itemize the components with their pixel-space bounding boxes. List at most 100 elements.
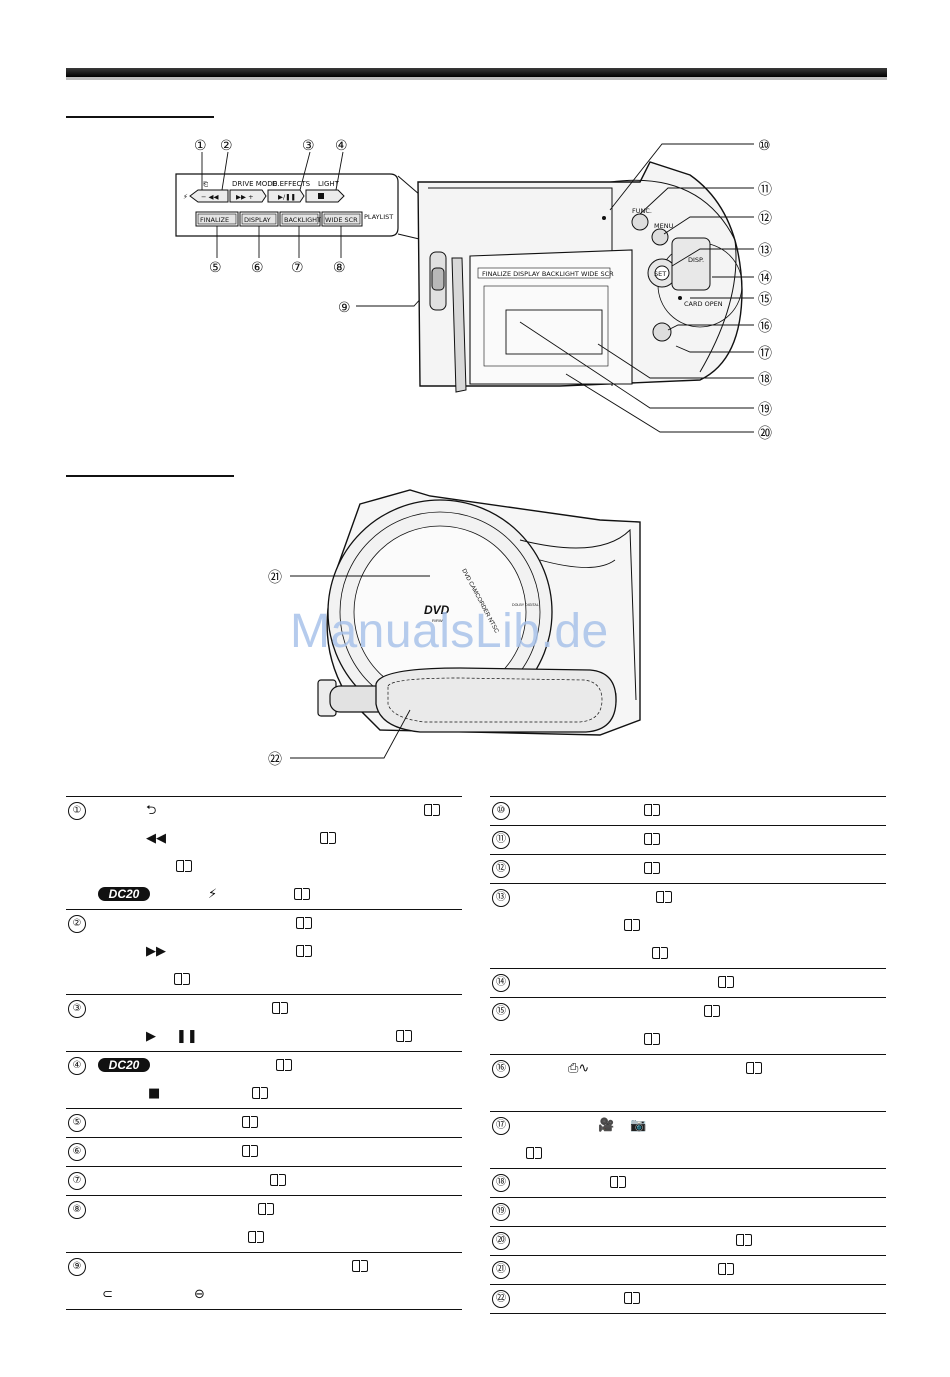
page-ref-icon — [644, 1033, 660, 1045]
index-number: ⑱ — [492, 1174, 510, 1192]
callout-12: ⑫ — [758, 211, 772, 227]
index-number: ⑪ — [492, 831, 510, 849]
callout-10: ⑩ — [758, 138, 771, 154]
callout-1: ① — [194, 138, 207, 154]
callout-14: ⑭ — [758, 271, 772, 287]
display-button-label: DISPLAY — [244, 216, 271, 224]
fast-forward-icon: ▶▶ — [146, 944, 166, 959]
callout-20: ⑳ — [758, 426, 772, 442]
index-number: ⑳ — [492, 1232, 510, 1250]
callout-5: ⑤ — [209, 260, 222, 276]
movie-mode-icon: 🎥 — [598, 1118, 615, 1133]
page-ref-icon — [242, 1116, 258, 1128]
page-ref-icon — [320, 832, 336, 844]
index-row: ⑰ 🎥 📷 — [490, 1112, 886, 1140]
page-ref-icon — [174, 973, 190, 985]
index-row: ⑳ — [490, 1227, 886, 1255]
index-row: ⑩ — [490, 797, 886, 825]
index-table-right: ⑩ ⑪ ⑫ ⑬ ⑭ ⑮ ⑯⎙∿ ⑰🎥📷 ⑱ ⑲ ⑳ ㉑ ㉒ — [490, 796, 886, 1314]
svg-text:⎗: ⎗ — [203, 180, 208, 188]
index-number: ③ — [68, 1000, 86, 1018]
index-row: ⑧ — [66, 1196, 462, 1224]
page-ref-icon — [718, 976, 734, 988]
dc20-badge: DC20 — [98, 1058, 150, 1072]
index-row: ⑮ — [490, 998, 886, 1026]
wide-icon: ⊖ — [194, 1287, 205, 1302]
wide-scr-button-label: WIDE SCR — [325, 216, 358, 224]
index-row: ⑭ — [490, 969, 886, 997]
callout-21: ㉑ — [268, 570, 282, 586]
svg-text:▶/❚❚: ▶/❚❚ — [278, 193, 296, 201]
page-ref-icon — [176, 860, 192, 872]
callout-6: ⑥ — [251, 260, 264, 276]
page-header-bar — [66, 68, 887, 77]
index-row: ⑪ — [490, 826, 886, 854]
index-number: ⑰ — [492, 1117, 510, 1135]
callout-4: ④ — [335, 138, 348, 154]
stop-icon — [318, 193, 324, 199]
page-ref-icon — [652, 947, 668, 959]
svg-text:− ◀◀: − ◀◀ — [201, 193, 219, 201]
callout-7: ⑦ — [291, 260, 304, 276]
menu-label: MENU — [654, 222, 674, 230]
index-row: ⑥ — [66, 1138, 462, 1166]
camcorder-diagram: ⚡ − ◀◀ ▶▶ + ▶/❚❚ ⎗ DRIVE MODE D.EFFECTS … — [175, 138, 772, 768]
page-ref-icon — [294, 888, 310, 900]
page-ref-icon — [644, 833, 660, 845]
index-row: ⑲ — [490, 1198, 886, 1226]
index-number: ㉑ — [492, 1261, 510, 1279]
page-ref-icon — [396, 1030, 412, 1042]
index-row: ㉑ — [490, 1256, 886, 1284]
index-row: ⑬ — [490, 884, 886, 912]
page-ref-icon — [718, 1263, 734, 1275]
tele-icon: ⊂ — [102, 1287, 113, 1302]
index-number: ⑮ — [492, 1003, 510, 1021]
card-open-label: CARD OPEN — [684, 300, 723, 308]
page-ref-icon — [296, 945, 312, 957]
page-ref-icon — [352, 1260, 368, 1272]
page-ref-icon — [644, 862, 660, 874]
flash-icon: ⚡ — [183, 193, 188, 201]
index-number: ① — [68, 802, 86, 820]
dolby-logo: DOLBY DIGITAL — [512, 603, 539, 607]
index-number: ⑦ — [68, 1172, 86, 1190]
camera-mode-icon: 📷 — [630, 1118, 647, 1133]
set-label: SET — [654, 270, 666, 278]
index-number: ⑫ — [492, 860, 510, 878]
playlist-label: PLAYLIST — [364, 213, 393, 221]
return-icon: ⮌ — [146, 803, 157, 818]
index-row: ⑨ — [66, 1253, 462, 1281]
index-number: ⑧ — [68, 1201, 86, 1219]
watermark: ManualsLib.de — [290, 605, 609, 658]
page-ref-icon — [624, 1292, 640, 1304]
page-ref-icon — [656, 891, 672, 903]
page-ref-icon — [644, 804, 660, 816]
index-row: ⑱ — [490, 1169, 886, 1197]
index-number: ⑲ — [492, 1203, 510, 1221]
index-row: ③ — [66, 995, 462, 1023]
section-heading-rule-2 — [66, 475, 234, 477]
section-heading-rule-1 — [66, 116, 214, 118]
dvd-logo-sub: R/RW — [432, 618, 443, 623]
callout-8: ⑧ — [333, 260, 346, 276]
index-number: ⑭ — [492, 974, 510, 992]
page-ref-icon — [242, 1145, 258, 1157]
index-row: ② — [66, 910, 462, 938]
index-row: ⑤ — [66, 1109, 462, 1137]
callout-18: ⑱ — [758, 372, 772, 388]
index-number: ⑤ — [68, 1114, 86, 1132]
page-ref-icon — [610, 1176, 626, 1188]
index-number: ⑬ — [492, 889, 510, 907]
pause-icon: ❚❚ — [176, 1029, 198, 1044]
callout-17: ⑰ — [758, 346, 772, 362]
index-number: ⑩ — [492, 802, 510, 820]
disp-label: DISP. — [688, 256, 704, 264]
callout-16: ⑯ — [758, 319, 772, 335]
page-ref-icon — [704, 1005, 720, 1017]
d-effects-label: D.EFFECTS — [272, 180, 311, 188]
index-row: ⑯⎙∿ — [490, 1055, 886, 1083]
page-header-shade — [66, 77, 887, 80]
index-number: ④ — [68, 1057, 86, 1075]
index-number: ⑯ — [492, 1060, 510, 1078]
